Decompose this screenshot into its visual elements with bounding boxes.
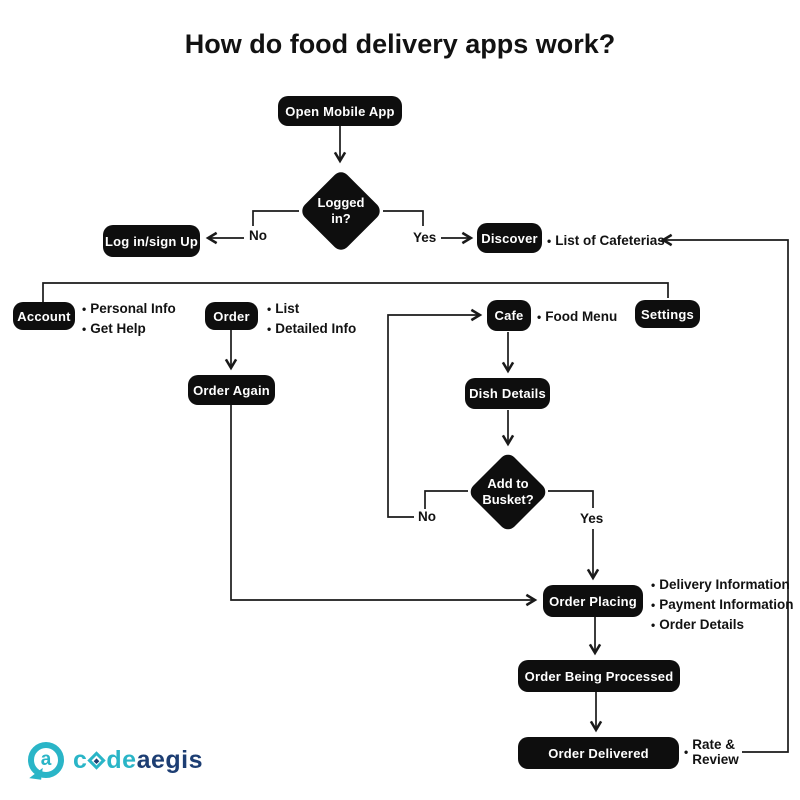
annotation-account-info: •Personal Info •Get Help bbox=[82, 299, 176, 339]
brand-logo-text: c de aegis bbox=[73, 745, 204, 774]
bullet-icon: • bbox=[267, 322, 272, 336]
annotation-order-info: •List •Detailed Info bbox=[267, 299, 356, 339]
edge-orderagain-to-orderplacing bbox=[230, 405, 538, 607]
bullet-icon: • bbox=[684, 744, 689, 759]
annotation-order-placing-info: •Delivery Information •Payment Informati… bbox=[651, 575, 793, 635]
annotation-list-of-cafeterias: •List of Cafeterias bbox=[547, 231, 665, 251]
edge-no-loop-to-cafe bbox=[387, 308, 483, 518]
node-cafe: Cafe bbox=[487, 300, 531, 331]
bullet-icon: • bbox=[651, 618, 656, 632]
codeaegis-logo-icon: a bbox=[28, 742, 64, 780]
edge-loggedin-no-elbow bbox=[252, 210, 299, 226]
edge-busket-yes-elbow bbox=[548, 490, 594, 508]
logo-letter: a bbox=[40, 748, 52, 770]
node-settings: Settings bbox=[635, 300, 700, 328]
annotation-rate-review: •Rate & Review bbox=[684, 737, 739, 767]
brand-logo: a c de aegis bbox=[28, 742, 204, 780]
decision-label: Logged in? bbox=[317, 194, 365, 226]
node-order-again: Order Again bbox=[188, 375, 275, 405]
bullet-icon: • bbox=[547, 234, 552, 248]
diamond-icon bbox=[87, 750, 107, 770]
bullet-icon: • bbox=[537, 310, 542, 324]
bullet-icon: • bbox=[82, 302, 87, 316]
edge-loggedin-yes-elbow bbox=[383, 210, 424, 226]
node-order: Order bbox=[205, 302, 258, 330]
node-discover: Discover bbox=[477, 223, 542, 253]
node-account: Account bbox=[13, 302, 75, 330]
edge-review-loop-to-cafeterias bbox=[660, 233, 789, 753]
label-yes: Yes bbox=[578, 511, 606, 526]
edge-main-rail bbox=[42, 282, 669, 302]
node-order-being-processed: Order Being Processed bbox=[518, 660, 680, 692]
node-order-placing: Order Placing bbox=[543, 585, 643, 617]
node-dish-details: Dish Details bbox=[465, 378, 550, 409]
bullet-icon: • bbox=[82, 322, 87, 336]
decision-label: Add to Busket? bbox=[482, 475, 534, 507]
label-no: No bbox=[247, 228, 269, 243]
label-yes: Yes bbox=[411, 230, 439, 245]
bullet-icon: • bbox=[651, 578, 656, 592]
node-open-mobile-app: Open Mobile App bbox=[278, 96, 402, 126]
node-order-delivered: Order Delivered bbox=[518, 737, 679, 769]
node-add-to-busket-decision: Add to Busket? bbox=[466, 450, 550, 534]
page-title: How do food delivery apps work? bbox=[184, 29, 616, 59]
node-logged-in-decision: Logged in? bbox=[297, 167, 385, 255]
label-no: No bbox=[416, 509, 438, 524]
edge-busket-no-elbow bbox=[424, 490, 468, 509]
bullet-icon: • bbox=[267, 302, 272, 316]
logo-bubble-tail bbox=[29, 766, 43, 780]
bullet-icon: • bbox=[651, 598, 656, 612]
node-login-signup: Log in/sign Up bbox=[103, 225, 200, 257]
annotation-cafe-info: •Food Menu bbox=[537, 307, 617, 327]
